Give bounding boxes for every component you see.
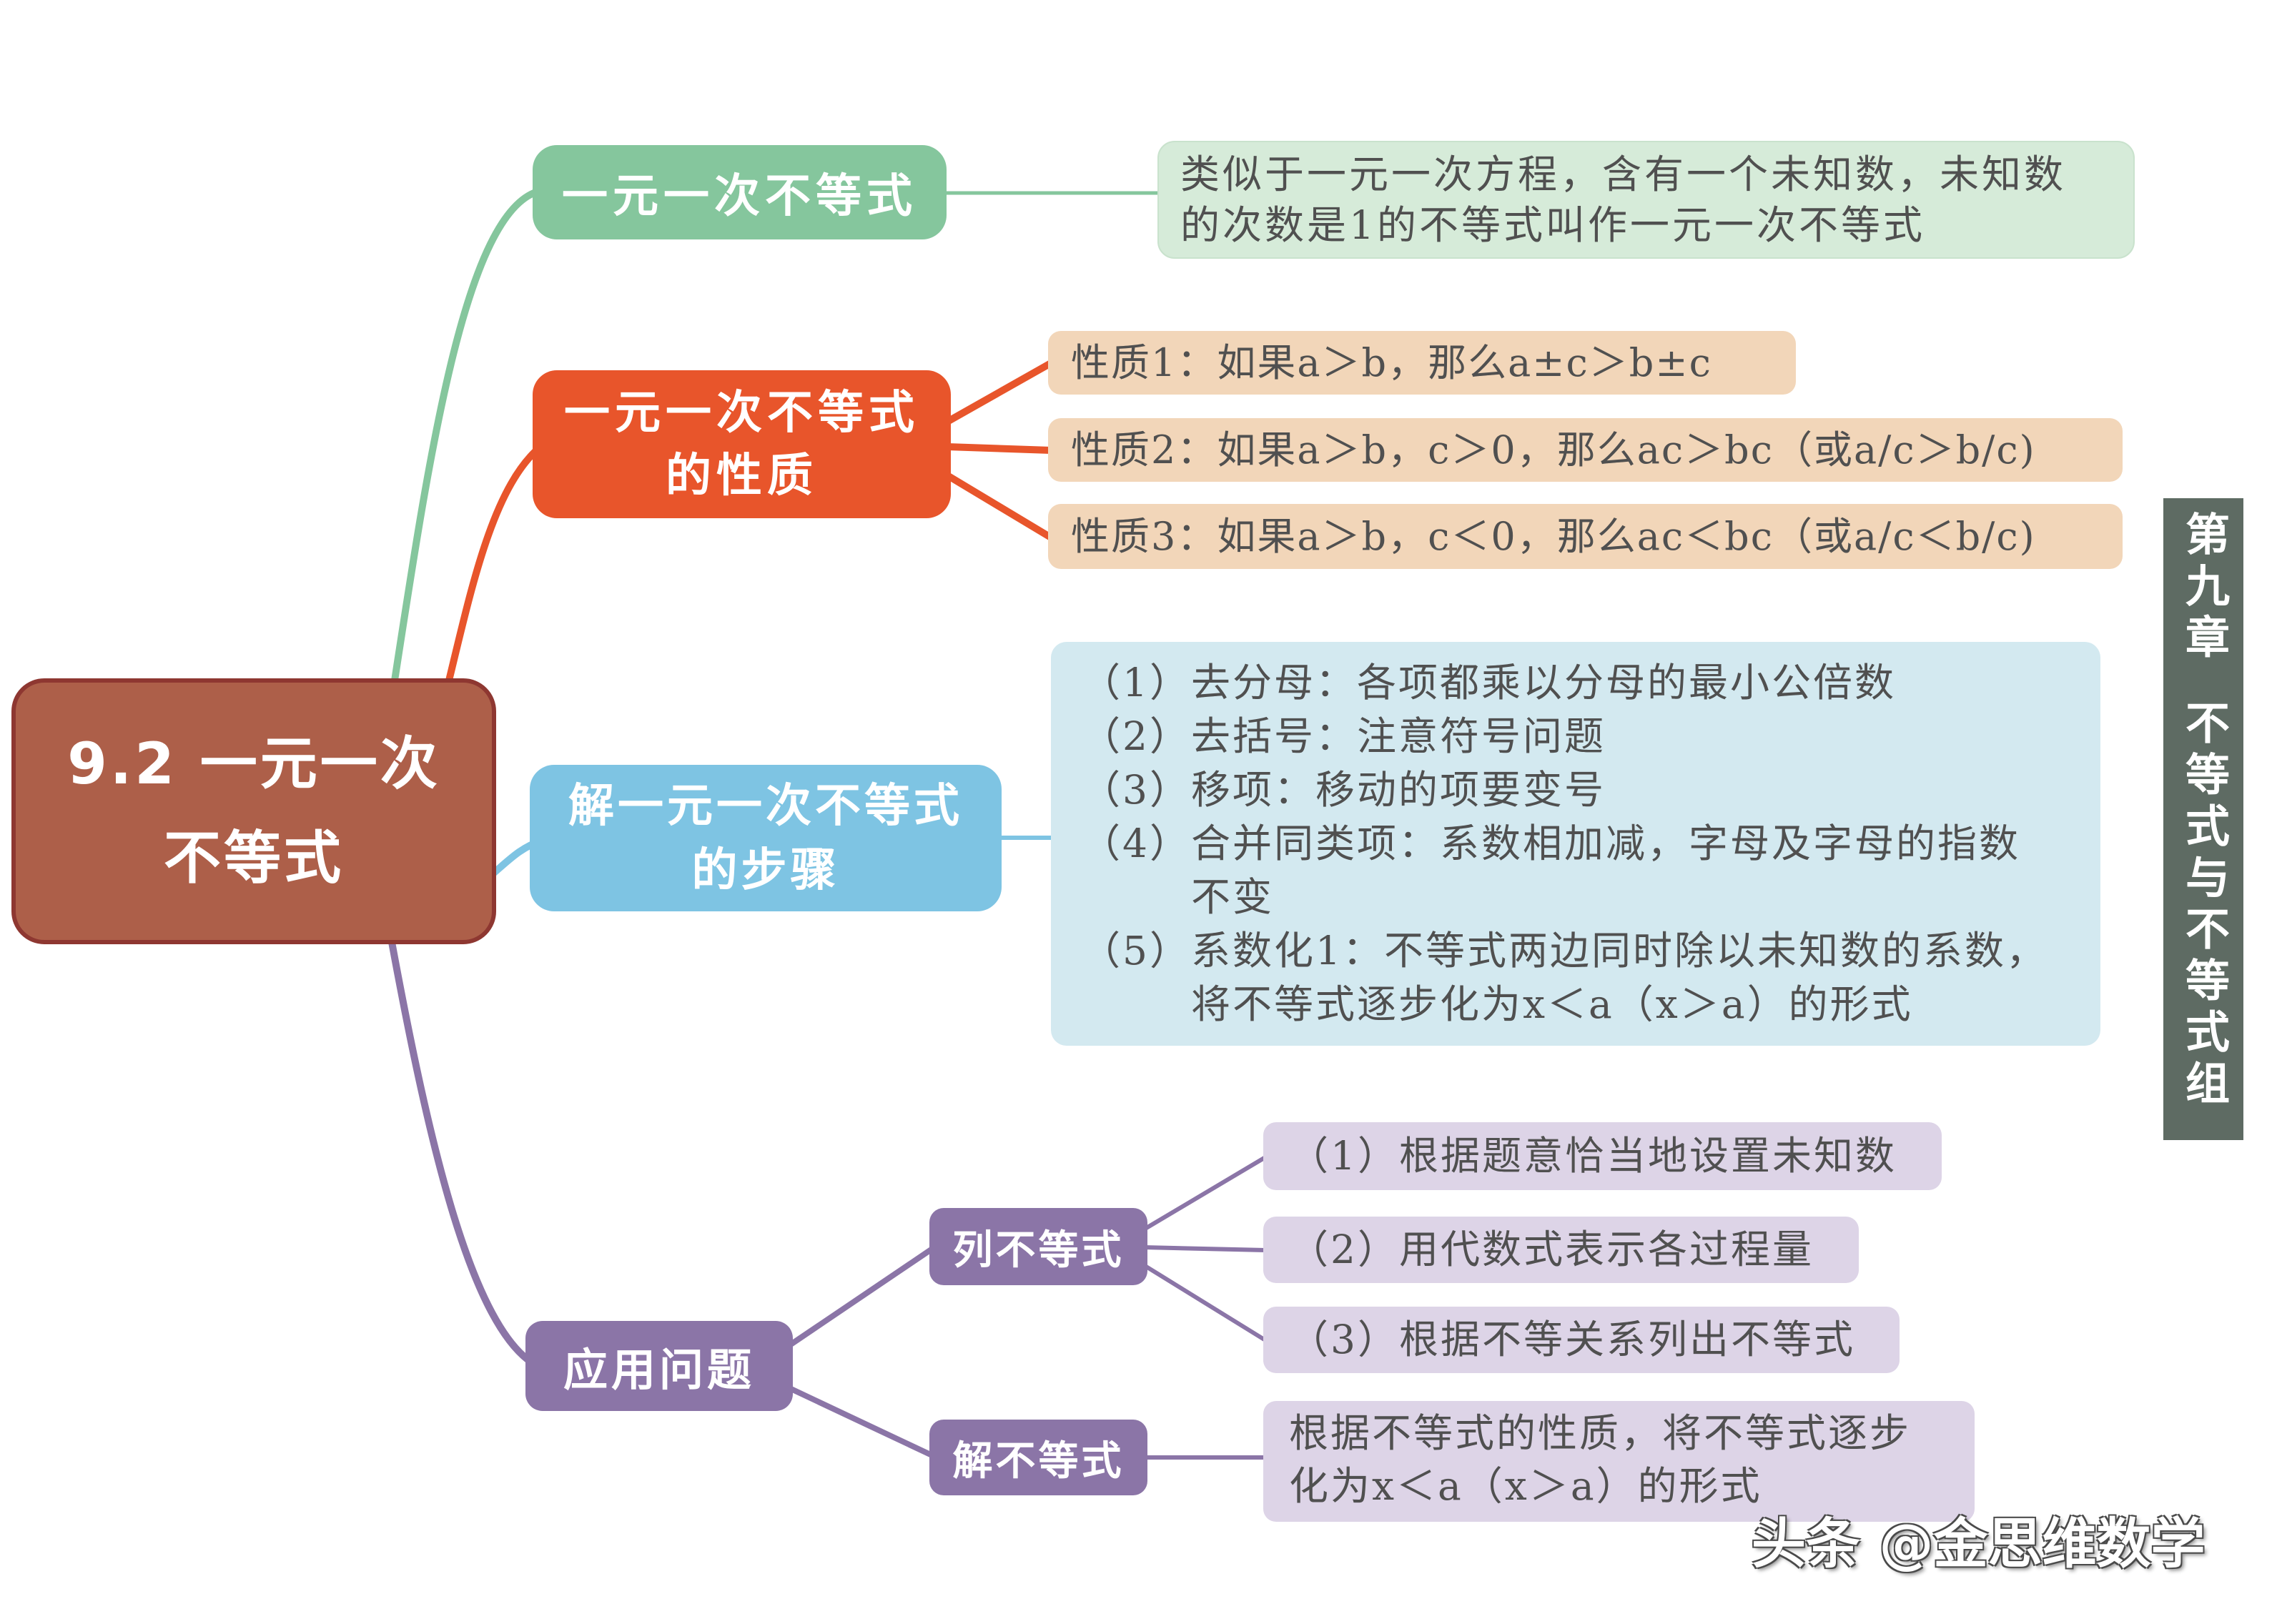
formulate-to-item2-connector	[1142, 1245, 1268, 1252]
formulate-step-3-box: （3）根据不等关系列出不等式	[1263, 1307, 1900, 1373]
definition-description-line: 类似于一元一次方程，含有一个未知数，未知数	[1180, 152, 2067, 197]
solving-steps-box: （1） 去分母：各项都乘以分母的最小公倍数 （2） 去括号：注意符号问题 （3）…	[1051, 642, 2100, 1046]
solve-description-box: 根据不等式的性质，将不等式逐步 化为x＜a（x＞a）的形式	[1263, 1401, 1975, 1522]
definition-description-box: 类似于一元一次方程，含有一个未知数，未知数 的次数是1的不等式叫作一元一次不等式	[1157, 141, 2135, 259]
solve-inequality-node: 解不等式	[929, 1420, 1147, 1495]
solving-steps-node: 解一元一次不等式 的步骤	[530, 765, 1002, 911]
root-to-application-connector	[388, 939, 540, 1369]
properties-to-item1-connector	[944, 360, 1054, 425]
property-1-box: 性质1：如果a＞b，那么a±c＞b±c	[1048, 331, 1796, 395]
property-3-box: 性质3：如果a＞b，c＜0，那么ac＜bc（或a/c＜b/c)	[1048, 504, 2123, 569]
step-text: 系数化1：不等式两边同时除以未知数的系数， 将不等式逐步化为x＜a（x＞a）的形…	[1191, 924, 2048, 1031]
step-text: 去分母：各项都乘以分母的最小公倍数	[1191, 656, 1896, 710]
formulate-to-item3-connector	[1142, 1263, 1268, 1342]
step-text-line: 将不等式逐步化为x＜a（x＞a）的形式	[1191, 981, 1913, 1027]
root-node: 9.2 一元一次 不等式	[11, 678, 496, 944]
step-text-line: 去分母：各项都乘以分母的最小公倍数	[1191, 660, 1897, 705]
step-item: （5） 系数化1：不等式两边同时除以未知数的系数， 将不等式逐步化为x＜a（x＞…	[1081, 924, 2100, 1031]
formulate-inequality-label: 列不等式	[952, 1227, 1125, 1274]
properties-label-line1: 一元一次不等式	[564, 386, 919, 440]
properties-label-line2: 的性质	[666, 449, 818, 502]
step-item: （4） 合并同类项：系数相加减，字母及字母的指数 不变	[1081, 817, 2100, 924]
solving-steps-label-line1: 解一元一次不等式	[568, 779, 963, 833]
step-text-line: 不变	[1191, 874, 1275, 920]
watermark-text: 头条 @金思维数学	[1752, 1512, 2206, 1575]
step-item: （1） 去分母：各项都乘以分母的最小公倍数	[1081, 656, 2100, 710]
root-to-properties-connector	[445, 443, 544, 684]
property-2-box: 性质2：如果a＞b，c＞0，那么ac＞bc（或a/c＞b/c)	[1048, 418, 2123, 482]
formulate-step-1-box: （1）根据题意恰当地设置未知数	[1263, 1122, 1942, 1190]
chapter-title: 不等式与不等式组	[2178, 700, 2230, 1111]
step-number: （2）	[1081, 713, 1191, 759]
chapter-number: 第九章	[2178, 511, 2230, 665]
solve-description-line: 根据不等式的性质，将不等式逐步	[1289, 1410, 1912, 1456]
step-number: （1）	[1081, 660, 1191, 705]
step-item: （2） 去括号：注意符号问题	[1081, 710, 2100, 763]
step-number: （4）	[1081, 821, 1191, 866]
chapter-side-tab: 第九章 不等式与不等式组	[2163, 498, 2243, 1140]
step-item: （3） 移项：移动的项要变号	[1081, 763, 2100, 817]
step-number: （3）	[1081, 767, 1191, 813]
step-text: 合并同类项：系数相加减，字母及字母的指数 不变	[1191, 817, 2020, 924]
step-text: 移项：移动的项要变号	[1191, 763, 1606, 817]
step-text-line: 移项：移动的项要变号	[1191, 767, 1606, 813]
solving-steps-label-line2: 的步骤	[691, 843, 840, 897]
solve-inequality-label: 解不等式	[952, 1437, 1125, 1485]
step-text: 去括号：注意符号问题	[1191, 710, 1606, 763]
definition-description-line: 的次数是1的不等式叫作一元一次不等式	[1180, 202, 1925, 248]
formulate-inequality-node: 列不等式	[929, 1208, 1147, 1285]
solve-description-line: 化为x＜a（x＞a）的形式	[1289, 1463, 1762, 1509]
step-text-line: 合并同类项：系数相加减，字母及字母的指数	[1191, 821, 2021, 866]
application-to-solve-connector	[784, 1384, 939, 1460]
root-title-line1: 9.2 一元一次	[67, 731, 440, 797]
root-title-line2: 不等式	[164, 825, 344, 891]
formulate-to-item1-connector	[1142, 1155, 1268, 1232]
root-to-definition-connector	[391, 188, 541, 684]
definition-node: 一元一次不等式	[533, 145, 947, 239]
step-text-line: 去括号：注意符号问题	[1191, 713, 1606, 759]
formulate-step-2-box: （2）用代数式表示各过程量	[1263, 1217, 1859, 1283]
application-label: 应用问题	[563, 1344, 755, 1396]
application-node: 应用问题	[525, 1321, 793, 1411]
properties-to-item3-connector	[944, 472, 1054, 541]
definition-label: 一元一次不等式	[562, 170, 917, 223]
application-to-formulate-connector	[784, 1243, 939, 1350]
step-number: （5）	[1081, 928, 1191, 974]
properties-node: 一元一次不等式 的性质	[533, 370, 951, 518]
step-text-line: 系数化1：不等式两边同时除以未知数的系数，	[1191, 928, 2048, 974]
properties-to-item2-connector	[944, 443, 1054, 454]
